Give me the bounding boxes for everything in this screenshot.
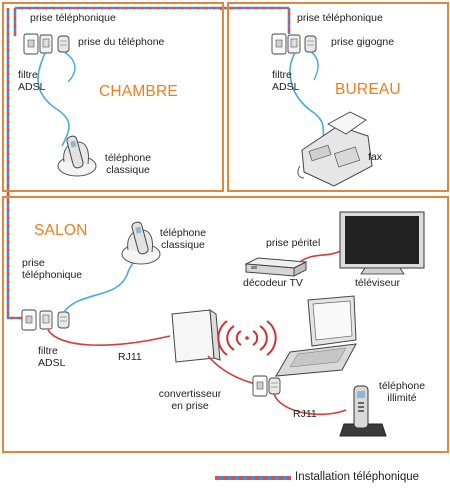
label-salon-prise-2: téléphonique — [22, 269, 83, 281]
room-title-salon: SALON — [34, 222, 88, 239]
label-salon-adsl: ADSL — [38, 357, 66, 369]
label-salon-peritel: prise péritel — [266, 237, 321, 249]
television-icon — [339, 211, 425, 275]
laptop-icon — [275, 295, 357, 377]
room-title-chambre: CHAMBRE — [99, 83, 178, 100]
peritel-cable — [299, 249, 343, 263]
chambre-classic-phone-icon — [57, 135, 97, 177]
modem-box-icon — [171, 309, 221, 363]
label-salon-phone-1: téléphone — [159, 227, 207, 239]
salon-classic-phone-icon — [121, 221, 161, 265]
label-bureau-adsl: ADSL — [272, 81, 300, 93]
converter-phone-cable — [273, 393, 347, 416]
label-bureau-filtre: filtre — [272, 69, 292, 81]
chambre-spare-cable — [63, 51, 76, 83]
label-salon-phone-2: classique — [161, 239, 205, 251]
label-salon-illimite-2: illimité — [387, 392, 417, 404]
label-salon-prise-1: prise — [22, 257, 45, 269]
label-chambre-prise: prise téléphonique — [30, 12, 116, 24]
room-salon — [2, 196, 449, 453]
label-chambre-prise-telephone: prise du téléphone — [78, 36, 165, 48]
legend-label: Installation téléphonique — [295, 471, 420, 483]
label-salon-convertisseur-2: en prise — [171, 400, 209, 412]
label-chambre-phone-2: classique — [106, 164, 150, 176]
label-salon-decodeur: décodeur TV — [243, 277, 303, 289]
room-bureau — [227, 2, 449, 192]
label-salon-filtre: filtre — [38, 345, 58, 357]
room-title-bureau: BUREAU — [335, 81, 401, 98]
label-salon-illimite-1: téléphone — [378, 380, 426, 392]
label-chambre-filtre: filtre — [18, 69, 38, 81]
tv-decoder-icon — [244, 257, 308, 277]
phone-installation-line — [6, 6, 291, 320]
fax-machine-icon — [297, 111, 373, 187]
label-salon-rj11-b: RJ11 — [293, 408, 317, 420]
label-bureau-fax: fax — [368, 151, 383, 163]
salon-rj11-cable — [47, 329, 171, 346]
label-salon-rj11-a: RJ11 — [118, 351, 142, 363]
wifi-waves — [217, 320, 277, 356]
legend-line-swatch — [215, 476, 291, 480]
label-chambre-phone-1: téléphone — [104, 152, 152, 164]
modem-converter-cable — [207, 355, 257, 385]
label-bureau-prise: prise téléphonique — [297, 12, 383, 24]
room-chambre — [2, 2, 224, 192]
label-salon-convertisseur-1: convertisseur — [158, 388, 222, 400]
label-salon-televiseur: téléviseur — [355, 277, 400, 289]
chambre-phone-cable — [37, 52, 70, 147]
unlimited-phone-icon — [339, 385, 387, 437]
bureau-spare-cable — [310, 51, 319, 81]
label-chambre-adsl: ADSL — [18, 81, 46, 93]
label-bureau-gigogne: prise gigogne — [331, 36, 395, 48]
bureau-fax-cable — [289, 52, 326, 141]
